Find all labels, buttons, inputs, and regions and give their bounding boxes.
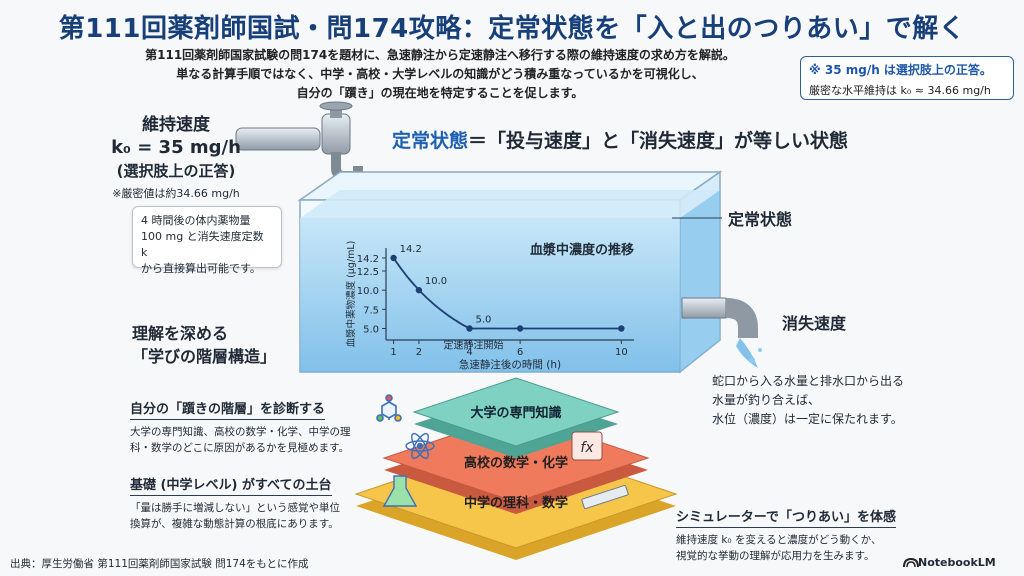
data-point	[516, 325, 524, 332]
amount-note-line: から直接算出可能です。	[141, 262, 261, 275]
notebooklm-logo-icon	[903, 557, 919, 568]
answer-note-line: ※ 35 mg/h は選択肢上の正答。	[809, 63, 992, 77]
y-tick-label: 7.5	[363, 305, 379, 316]
data-label: 10.0	[425, 276, 447, 287]
balance-line: 水量が釣り合えば、	[712, 393, 821, 407]
amount-note-box: 4 時間後の体内薬物量 100 mg と消失速度定数 k から直接算出可能です。	[132, 206, 282, 275]
maintenance-rate-heading: 維持速度	[142, 115, 210, 135]
water-tank	[297, 170, 723, 374]
steady-state-label: 定常状態	[728, 210, 793, 229]
faucet-icon	[235, 101, 363, 181]
elimination-rate-label: 消失速度	[782, 314, 847, 333]
hierarchy-heading-line: 理解を深める	[132, 324, 229, 343]
plasma-concentration-chart: 5.0 7.5 10.0 12.5 14.2 1 2 4 6 10 急速静注後の時間 (h) 血漿中薬…	[345, 241, 634, 371]
data-point	[618, 325, 625, 332]
diagnose-section: 自分の「躓きの階層」を診断する 大学の専門知識、高校の数学・化学、中学の理 科・…	[130, 398, 370, 456]
foundation-title: 基礎 (中学レベル) がすべての土台	[130, 474, 332, 496]
balance-explanation: 蛇口から入る水量と排水口から出る 水量が釣り合えば、 水位（濃度）は一定に保たれ…	[712, 372, 912, 429]
drain-pipe-icon	[681, 297, 762, 368]
x-tick-label: 2	[416, 347, 422, 358]
maintenance-rate-exact: ※厳密値は約34.66 mg/h	[112, 187, 240, 200]
amount-note-line: 4 時間後の体内薬物量	[141, 214, 251, 227]
diagnose-text-line: 科・数学のどこに原因があるかを見極めます。	[130, 442, 350, 454]
y-tick-label: 10.0	[357, 286, 379, 297]
ruler-icon	[581, 484, 629, 510]
data-point	[466, 325, 473, 332]
foundation-text-line: 換算が、複雑な動態計算の根底にあります。	[130, 518, 339, 530]
data-point	[390, 254, 397, 262]
y-axis-label: 血漿中薬物濃度 (μg/mL)	[345, 241, 357, 348]
simulator-title: シミュレーターで「つりあい」を体感	[676, 506, 896, 528]
intro-line: 単なる計算手順ではなく、中学・高校・大学レベルの知識がどう積み重なっているかを可…	[176, 67, 704, 81]
exact-value-note: 厳密な水平維持は k₀ ≈ 34.66 mg/h	[809, 84, 991, 97]
page-title: 第111回薬剤師国試・問174攻略：定常状態を「入と出のつりあい」で解く	[58, 14, 966, 44]
intro-line: 第111回薬剤師国家試験の問174を題材に、急速静注から定速静注へ移行する際の維…	[145, 48, 735, 62]
balance-line: 水位（濃度）は一定に保たれます。	[712, 412, 903, 426]
y-tick-label: 12.5	[357, 267, 379, 278]
x-tick-label: 10	[615, 347, 628, 358]
foundation-section: 基礎 (中学レベル) がすべての土台 「量は勝手に増減しない」という感覚や単位 …	[130, 474, 390, 532]
hierarchy-heading: 理解を深める 「学びの階層構造」	[132, 322, 276, 368]
y-tick-label: 5.0	[363, 325, 379, 336]
maintenance-rate-paren: (選択肢上の正答)	[116, 162, 236, 180]
simulator-section: シミュレーターで「つりあい」を体感 維持速度 k₀ を変えると濃度がどう動くか、…	[676, 506, 916, 564]
amount-note-line: 100 mg と消失速度定数 k	[141, 230, 264, 259]
x-axis-label: 急速静注後の時間 (h)	[459, 358, 561, 371]
intro-line: 自分の「躓き」の現在地を特定することを促します。	[296, 86, 584, 100]
steady-state-rest: ＝「投与速度」と「消失速度」が等しい状態	[468, 130, 849, 152]
balance-line: 蛇口から入る水量と排水口から出る	[712, 374, 905, 388]
x-tick-label: 6	[517, 347, 523, 358]
maintenance-rate-value: k₀ = 35 mg/h	[111, 137, 241, 158]
intro-text: 第111回薬剤師国家試験の問174を題材に、急速静注から定速静注へ移行する際の維…	[140, 46, 740, 103]
layer-middle-label: 高校の数学・化学	[463, 456, 568, 471]
layer-top-label: 大学の専門知識	[470, 406, 562, 421]
simulator-text-line: 維持速度 k₀ を変えると濃度がどう動くか、	[676, 534, 882, 546]
chart-annotation: 定速静注開始	[444, 339, 504, 352]
chart-title: 血漿中濃度の推移	[530, 242, 634, 258]
data-label: 14.2	[400, 244, 422, 255]
series-line	[392, 257, 622, 330]
x-tick-label: 4	[466, 347, 472, 358]
steady-state-keyword: 定常状態	[392, 130, 469, 152]
diagnose-title: 自分の「躓きの階層」を診断する	[130, 398, 326, 420]
foundation-text-line: 「量は勝手に増減しない」という感覚や単位	[130, 502, 340, 514]
flask-icon	[382, 475, 418, 507]
x-tick-label: 1	[390, 347, 396, 358]
source-credit: 出典：厚生労働省 第111回薬剤師国家試験 問174をもとに作成	[10, 558, 309, 570]
molecule-icon	[376, 394, 402, 422]
data-point	[415, 286, 423, 294]
layer-bottom-label: 中学の理科・数学	[463, 496, 568, 511]
maintenance-rate-label: 維持速度 k₀ = 35 mg/h (選択肢上の正答) ※厳密値は約34.66 …	[106, 110, 246, 201]
fx-symbol: fx	[580, 440, 594, 456]
hierarchy-heading-line: 「学びの階層構造」	[132, 347, 277, 366]
diagnose-text-line: 大学の専門知識、高校の数学・化学、中学の理	[130, 426, 351, 438]
fx-icon: fx	[571, 431, 603, 461]
simulator-text-line: 視覚的な挙動の理解が応用力を生みます。	[676, 550, 875, 562]
steady-state-definition: 定常状態＝「投与速度」と「消失速度」が等しい状態	[392, 126, 848, 153]
layer-top	[412, 377, 620, 458]
y-tick-label: 14.2	[357, 254, 379, 265]
answer-note-box: ※ 35 mg/h は選択肢上の正答。 厳密な水平維持は k₀ ≈ 34.66 …	[800, 56, 1014, 100]
atom-icon	[405, 432, 435, 460]
brand-name: NotebookLM	[918, 556, 996, 569]
data-label: 5.0	[476, 315, 492, 326]
